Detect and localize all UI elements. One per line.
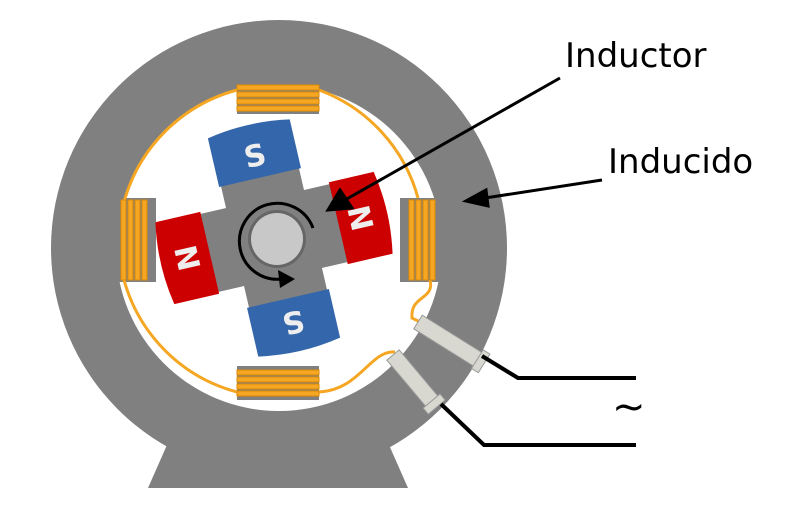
magnet-south-bottom [247,288,341,357]
rotation-arrow [237,201,315,281]
rotation-arrowhead [278,270,295,288]
inductor-arrow [344,76,561,202]
field-wire [122,88,433,394]
inducido-arrow [484,178,603,200]
coils [120,84,436,397]
brushes [386,314,491,415]
label-arrows [325,76,603,212]
pole-left [112,198,156,282]
output-wires [439,354,636,447]
coil-right [408,199,436,281]
inductor-label: Inductor [565,36,707,76]
shaft [251,213,303,265]
coil-bottom [236,369,320,397]
ac-symbol: ~ [612,384,646,430]
magnet-south-top [207,119,301,188]
pole-right [400,198,444,282]
coil-top [236,84,320,112]
inducido-label: Inducido [608,142,754,182]
magnet-north-left [155,211,220,305]
coil-left [120,199,148,281]
